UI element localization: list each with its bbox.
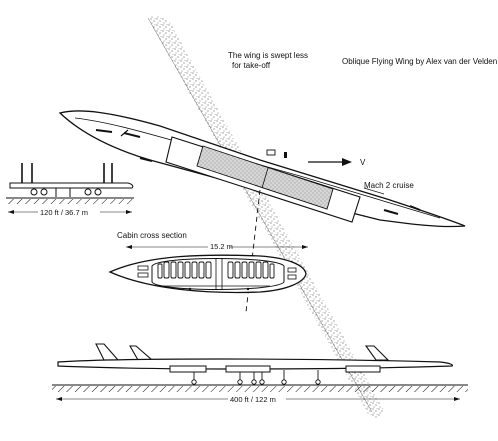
takeoff-note-line2: for take-off [232,61,271,70]
velocity-arrow [308,158,352,166]
side-view [6,163,134,214]
cruise-wing [58,110,466,228]
cabin-width-dimension: 15.2 m [210,242,233,251]
bottom-profile-view [52,343,468,401]
section-cut-line [245,189,261,313]
diagram-title: Oblique Flying Wing by Alex van der Veld… [342,57,497,66]
takeoff-wing-silhouette [147,15,384,418]
side-span-dimension: 120 ft / 36.7 m [40,208,88,217]
cabin-cross-section [108,254,307,294]
takeoff-note-line1: The wing is swept less [228,51,308,60]
length-dimension: 400 ft / 122 m [230,395,276,404]
velocity-label: V [360,158,366,167]
cruise-label: Mach 2 cruise [364,181,414,190]
cabin-section-label: Cabin cross section [117,231,187,240]
